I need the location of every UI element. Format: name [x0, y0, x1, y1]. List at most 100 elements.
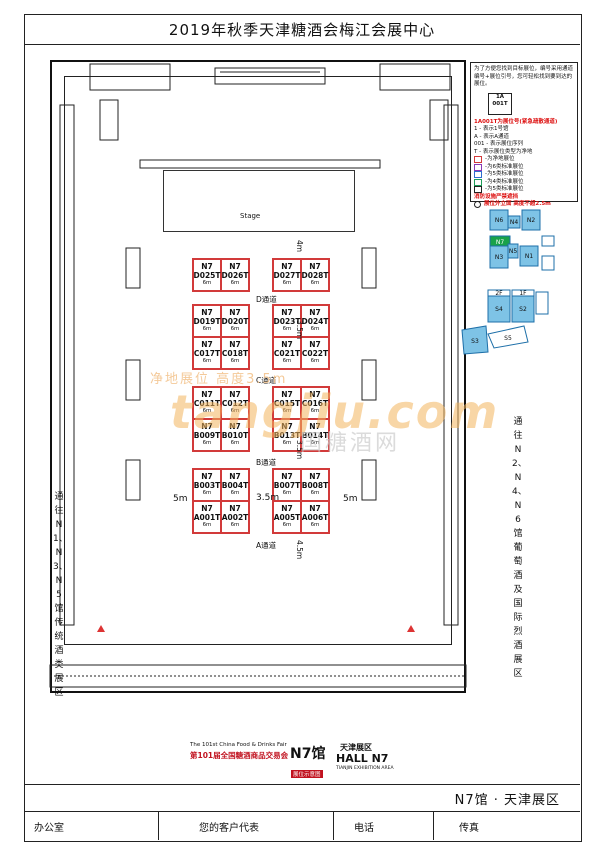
mini-map-label: N1 — [525, 253, 533, 260]
legend-type: -为5类标准展位 — [474, 171, 574, 179]
footer-rep: 您的客户代表 — [159, 812, 334, 840]
banner-line1: The 101st China Food & Drinks Fair — [190, 742, 287, 748]
legend-fire-note: 消防设施严禁遮挡 — [474, 193, 519, 200]
aisle-b-label: B通道 — [256, 458, 277, 467]
mini-map-label: S5 — [504, 335, 512, 342]
legend-type: -为4类标准展位 — [474, 179, 574, 187]
dim-3-5m-mid: 3.5m — [295, 440, 304, 460]
legend-badge: 1A 001T — [488, 92, 512, 115]
dim-3-5m-center: 3.5m — [256, 493, 280, 503]
mini-map-label: N6 — [495, 217, 503, 224]
mini-hall-n1 — [519, 245, 539, 267]
mini-map-label: 2F — [495, 290, 503, 297]
mini-map-label: N3 — [495, 254, 503, 261]
banner-hall-en: HALL N7 — [336, 752, 389, 765]
legend-wall-note: 展位外立面 高度不超2.5m — [474, 201, 574, 209]
dim-4m: 4m — [295, 240, 304, 253]
aisle-c-label: C通道 — [256, 376, 277, 385]
footer-fax: 传真 — [459, 822, 479, 834]
mini-map-label: N7 — [496, 239, 504, 246]
footer-table: N7馆 · 天津展区 办公室 您的客户代表 电话 传真 — [24, 784, 580, 840]
fair-banner: The 101st China Food & Drinks Fair 第101届… — [190, 740, 410, 780]
banner-hall-cn: N7馆 — [290, 746, 326, 762]
legend-note: T - 表示展位类型为净地 — [474, 148, 533, 155]
mini-map-label: N2 — [527, 217, 535, 224]
footer-hall-line: N7馆 · 天津展区 — [24, 784, 580, 812]
zone-location-map: 2F 1F S4 S2 S3 S5 — [461, 289, 549, 355]
banner-zone-en: TIANJIN EXHIBITION AREA — [336, 766, 394, 771]
right-direction-label: 通往N2、N4、N6馆葡萄酒及国际烈酒展区 — [512, 417, 527, 679]
mini-hall-n4 — [507, 215, 521, 229]
footer-office: 办公室 — [24, 812, 159, 840]
footer-contact-row: 办公室 您的客户代表 电话 传真 — [24, 812, 580, 840]
legend-note: 001 - 表示展位序列 — [474, 141, 523, 147]
legend-box: 为了方便您找到目标展位，编号采用通道编号+展位引号，您可轻松找到要到达的展位。 … — [470, 62, 578, 209]
banner-zone-cn: 天津展区 — [340, 743, 372, 752]
mini-hall-n5 — [507, 243, 519, 259]
legend-type: -为6类标准展位 — [474, 164, 574, 172]
mini-map-label: S4 — [495, 306, 503, 313]
legend-type: -为5类标准展位 — [474, 186, 574, 194]
aisle-d-label: D通道 — [256, 295, 277, 304]
legend-note: 1 - 表示1号馆 — [474, 126, 509, 132]
mini-map-label: 1F — [519, 290, 527, 297]
footer-phone: 电话 — [334, 812, 434, 840]
mini-map-label: S3 — [471, 338, 479, 345]
left-direction-label: 通往N1、N3、N5馆传统酒类展区 — [53, 492, 68, 698]
dim-5m-left: 5m — [173, 494, 188, 504]
mini-map-label: N5 — [509, 248, 517, 255]
watermark-logo: tangjiu.com — [170, 385, 500, 439]
drawing-sheet — [24, 14, 582, 842]
dim-4-5m: 4.5m — [295, 540, 304, 560]
legend-badge-note: 1A001T为展位号(紧急疏散通道) — [474, 118, 558, 125]
hall-outline — [50, 60, 466, 693]
stage-label: Stage — [240, 212, 261, 220]
watermark-brand: 国糖酒网 — [300, 431, 401, 456]
dim-3-5m-top: 3.5m — [295, 320, 304, 340]
page-title: 2019年秋季天津糖酒会梅江会展中心 — [24, 14, 580, 45]
mini-map-label: S2 — [519, 306, 527, 313]
dim-5m-right: 5m — [343, 494, 358, 504]
stage-area — [163, 170, 355, 232]
mini-map-label: N4 — [510, 219, 518, 226]
aisle-a-label: A通道 — [256, 541, 277, 550]
mini-hall-n2 — [521, 209, 541, 231]
